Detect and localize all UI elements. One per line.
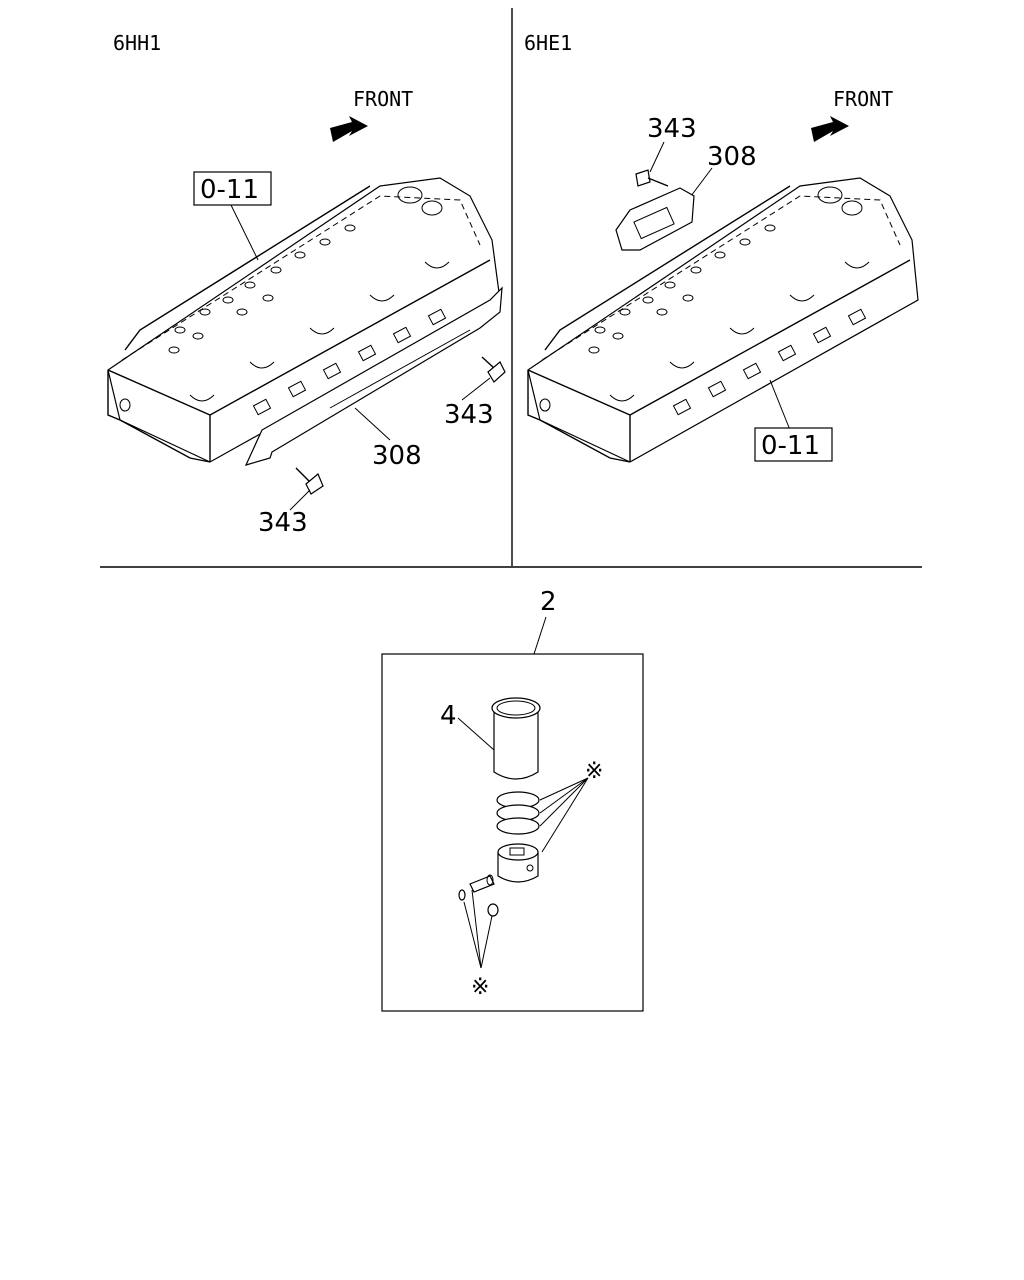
- kit-number: 2: [540, 587, 557, 617]
- kit-marker-bottom: ※: [471, 975, 489, 1000]
- right-part-343: 343: [647, 114, 697, 144]
- left-engine-label: 6HH1: [113, 31, 161, 55]
- piston-pin: [469, 874, 495, 893]
- left-plate-308: [244, 286, 503, 466]
- right-ref-box: 0-11: [754, 427, 833, 462]
- right-ref-label: 0-11: [761, 431, 820, 461]
- kit-marker-top: ※: [585, 759, 603, 784]
- left-front-arrow-icon: [330, 116, 368, 142]
- cylinder-liner: [491, 697, 541, 780]
- piston: [497, 843, 539, 883]
- right-front-arrow-icon: [811, 116, 849, 142]
- right-bolt-343: [635, 169, 669, 187]
- pin-clips: [458, 889, 499, 917]
- right-front-label: FRONT: [833, 87, 893, 111]
- left-part-308: 308: [372, 441, 422, 471]
- right-engine-label: 6HE1: [524, 31, 572, 55]
- right-part-308: 308: [707, 142, 757, 172]
- left-part-343-right: 343: [444, 400, 494, 430]
- kit-section: 2 4: [381, 587, 644, 1012]
- piston-rings: [496, 791, 540, 835]
- left-ref-box: 0-11: [193, 171, 272, 206]
- right-plate-308: [615, 187, 695, 251]
- left-front-label: FRONT: [353, 87, 413, 111]
- left-cylinder-head: [107, 177, 501, 463]
- right-cylinder-head: [527, 177, 919, 463]
- left-panel: 6HH1 FRONT 0-11: [107, 31, 506, 538]
- liner-number: 4: [440, 701, 457, 731]
- left-part-343-bottom: 343: [258, 508, 308, 538]
- left-ref-label: 0-11: [200, 175, 259, 205]
- right-panel: 6HE1 FRONT 343 308: [524, 31, 919, 463]
- left-bolt-343-right: [481, 356, 506, 383]
